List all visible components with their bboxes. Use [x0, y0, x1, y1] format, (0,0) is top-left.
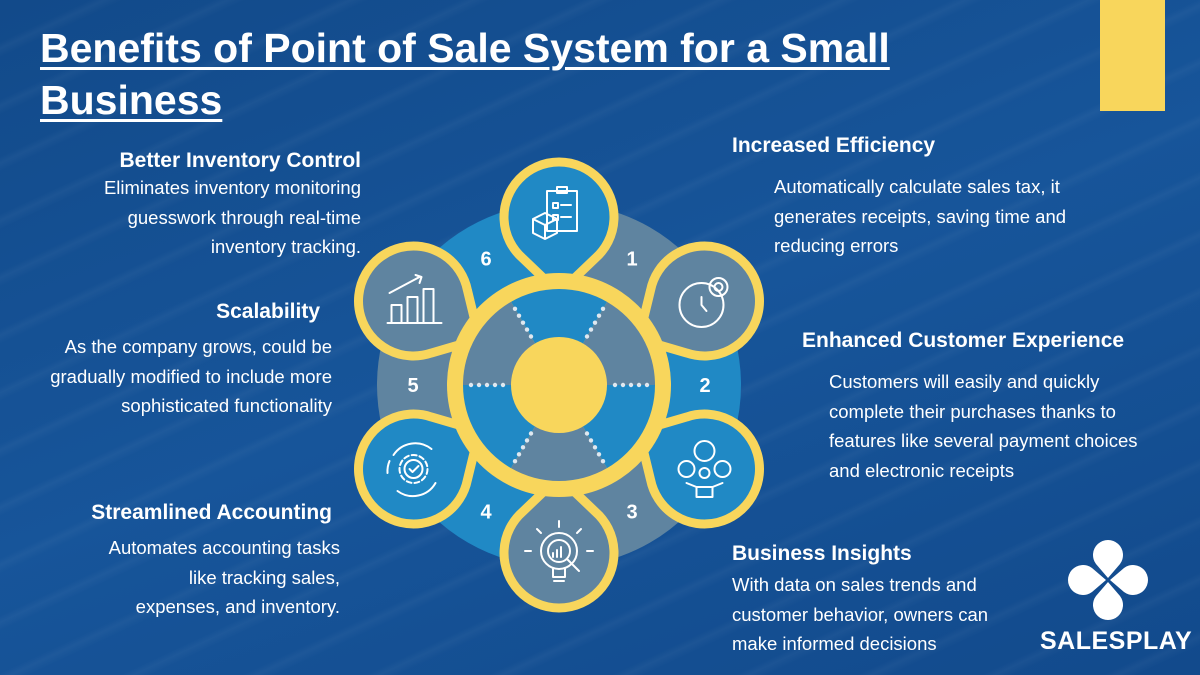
dotted-divider — [592, 320, 598, 325]
dotted-divider — [584, 334, 590, 339]
dotted-divider — [596, 313, 602, 318]
logo-text: SALESPLAY — [1040, 627, 1193, 655]
benefit-2-block: Enhanced Customer Experience Customers w… — [802, 327, 1162, 485]
benefit-body: Customers will easily and quickly comple… — [829, 371, 1138, 481]
dotted-divider — [612, 382, 618, 388]
benefit-4-block: Streamlined Accounting Automates account… — [40, 499, 340, 622]
petal-5 — [354, 241, 484, 361]
dotted-divider — [492, 382, 498, 388]
benefit-5-block: Scalability As the company grows, could … — [20, 298, 332, 421]
dotted-divider — [600, 306, 606, 311]
dotted-divider — [528, 431, 534, 436]
benefit-body: With data on sales trends and customer b… — [732, 574, 989, 654]
clipboard-box-icon — [532, 186, 578, 240]
benefit-heading: Enhanced Customer Experience — [802, 329, 1125, 352]
benefit-body: Automates accounting tasks like tracking… — [108, 537, 340, 617]
dotted-divider — [600, 459, 606, 464]
benefit-heading: Better Inventory Control — [119, 149, 361, 172]
segment-number-2: 2 — [699, 375, 710, 397]
segment-number-6: 6 — [480, 249, 491, 271]
dotted-divider — [520, 320, 526, 325]
salesplay-logo-icon — [1068, 540, 1148, 620]
benefit-heading: Streamlined Accounting — [91, 501, 332, 524]
page-title: Benefits of Point of Sale System for a S… — [40, 25, 890, 123]
growth-chart-icon — [386, 274, 443, 324]
segment-numbers: 1 2 3 4 5 6 — [407, 249, 710, 524]
petal-1 — [634, 241, 764, 361]
gear-cycle-check-icon — [386, 442, 437, 498]
dotted-divider — [528, 334, 534, 339]
dotted-divider — [588, 438, 594, 443]
segment-number-5: 5 — [407, 375, 418, 397]
dotted-divider — [516, 452, 522, 457]
dotted-divider — [512, 459, 518, 464]
lightbulb-analytics-icon — [524, 520, 594, 582]
inner-hub — [447, 273, 671, 497]
dotted-divider — [500, 382, 506, 388]
salesplay-logo: SALESPLAY — [1040, 540, 1193, 656]
dotted-divider — [516, 313, 522, 318]
petal-3 — [499, 472, 619, 613]
segment-number-3: 3 — [626, 501, 637, 523]
petal-icons — [386, 186, 732, 582]
dotted-divider — [644, 382, 650, 388]
benefit-1-block: Increased Efficiency Automatically calcu… — [732, 132, 1082, 261]
petal-6 — [499, 157, 619, 298]
benefit-3-block: Business Insights With data on sales tre… — [732, 540, 1032, 659]
dotted-divider — [476, 382, 482, 388]
petal-2 — [634, 409, 764, 529]
segment-number-4: 4 — [480, 501, 492, 523]
dotted-divider — [620, 382, 626, 388]
benefit-body: As the company grows, could be gradually… — [50, 336, 332, 416]
petals — [354, 157, 764, 613]
dotted-divider — [628, 382, 634, 388]
dotted-divider — [520, 445, 526, 450]
benefit-heading: Increased Efficiency — [732, 134, 936, 157]
dotted-divider — [588, 327, 594, 332]
segment-number-1: 1 — [626, 249, 637, 271]
petal-4 — [354, 409, 484, 529]
benefit-body: Eliminates inventory monitoring guesswor… — [103, 177, 361, 257]
benefit-6-block: Better Inventory Control Eliminates inve… — [40, 147, 361, 262]
dotted-divider — [524, 327, 530, 332]
decorative-yellow-rectangle — [1100, 0, 1165, 111]
dotted-divider — [636, 382, 642, 388]
dotted-divider — [596, 452, 602, 457]
benefit-heading: Business Insights — [732, 542, 912, 565]
dotted-divider — [524, 438, 530, 443]
dotted-divider — [592, 445, 598, 450]
stopwatch-gear-icon — [678, 277, 729, 328]
dotted-divider — [512, 306, 518, 311]
dotted-divider — [584, 431, 590, 436]
dotted-divider — [468, 382, 474, 388]
benefit-body: Automatically calculate sales tax, it ge… — [774, 176, 1067, 256]
dotted-divider — [484, 382, 490, 388]
customer-feedback-icon — [677, 440, 732, 498]
center-circle — [511, 337, 607, 433]
benefit-heading: Scalability — [216, 300, 320, 323]
